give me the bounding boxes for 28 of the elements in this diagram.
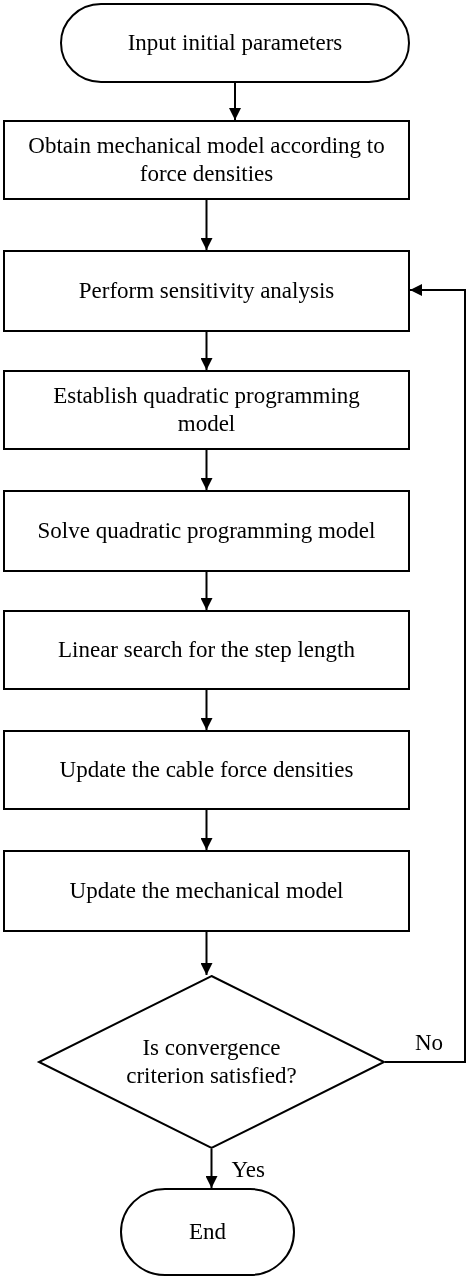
arrow [200, 809, 213, 851]
process-box [3, 850, 410, 932]
process-box [3, 120, 410, 200]
node-text: Perform sensitivity analysis [78, 277, 335, 305]
arrow [200, 199, 213, 251]
node-text: Update the mechanical model [69, 877, 344, 905]
node-text: Obtain mechanical model according to force densities [27, 132, 386, 188]
arrow [205, 1148, 218, 1189]
arrow [200, 931, 213, 976]
arrow [200, 689, 213, 731]
node-text: Solve quadratic programming model [37, 517, 376, 545]
node-text: Input initial parameters [127, 29, 343, 57]
process-box [3, 250, 410, 332]
arrow [200, 571, 213, 611]
node-text: Linear search for the step length [58, 636, 355, 664]
decision-diamond [38, 975, 385, 1149]
node-text: Establish quadratic programming model [52, 382, 361, 438]
arrow [229, 82, 241, 121]
process-box [3, 730, 410, 810]
arrow [200, 449, 213, 491]
node-text: Is convergence criterion satisfied? [125, 1034, 298, 1090]
node-text: Update the cable force densities [59, 756, 354, 784]
process-box [3, 370, 410, 450]
arrow [200, 331, 213, 371]
process-box [3, 490, 410, 572]
node-text: End [188, 1218, 227, 1246]
process-box [3, 610, 410, 690]
arrow [384, 284, 466, 1063]
